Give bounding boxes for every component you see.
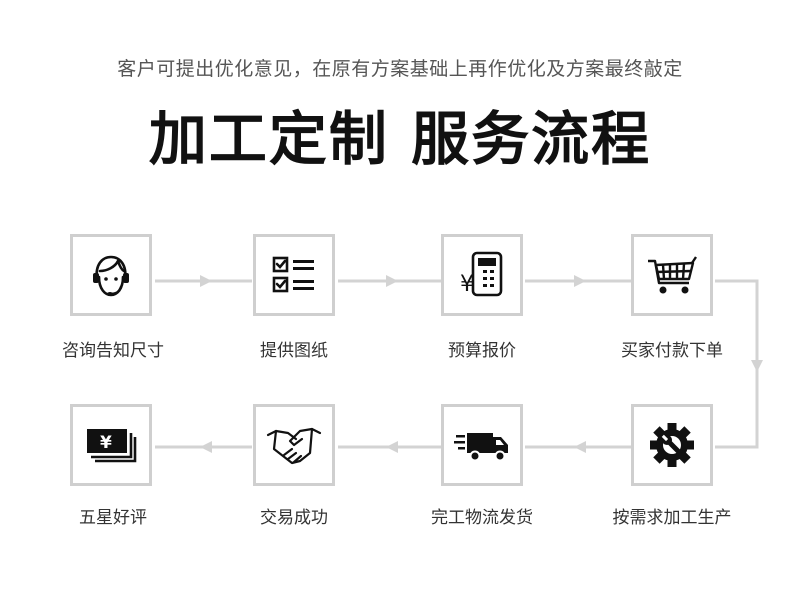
step-label-production: 按需求加工生产 xyxy=(612,508,732,528)
step-box-quote: ¥ xyxy=(441,234,523,316)
flow-arrow xyxy=(574,275,586,287)
step-box-drawings xyxy=(253,234,335,316)
step-label-shipping: 完工物流发货 xyxy=(431,508,533,528)
flow-arrow xyxy=(751,360,763,372)
step-box-production xyxy=(631,404,713,486)
customer-service-icon xyxy=(93,255,129,297)
step-box-review: ¥ xyxy=(70,404,152,486)
flow-arrow xyxy=(386,275,398,287)
handshake-icon xyxy=(266,427,322,465)
step-box-shipping xyxy=(441,404,523,486)
flow-arrow xyxy=(574,441,586,453)
step-label-order: 买家付款下单 xyxy=(621,341,723,361)
delivery-truck-icon xyxy=(454,433,508,462)
step-box-order xyxy=(631,234,713,316)
flow-arrow xyxy=(200,441,212,453)
step-label-consult: 咨询告知尺寸 xyxy=(62,341,164,361)
svg-text:¥: ¥ xyxy=(460,272,474,297)
yen-banknotes-icon: ¥ xyxy=(87,429,137,463)
step-label-quote: 预算报价 xyxy=(448,341,516,361)
step-label-deal: 交易成功 xyxy=(260,508,328,528)
step-box-consult xyxy=(70,234,152,316)
price-calculator-icon: ¥ xyxy=(460,251,503,297)
gear-wrench-icon xyxy=(650,423,694,467)
step-box-deal xyxy=(253,404,335,486)
shopping-cart-icon xyxy=(648,256,697,294)
step-label-drawings: 提供图纸 xyxy=(260,341,328,361)
page-title: 加工定制 服务流程 xyxy=(148,105,652,173)
flow-arrow xyxy=(386,441,398,453)
flow-arrow xyxy=(200,275,212,287)
step-label-review: 五星好评 xyxy=(79,508,147,528)
checklist-icon xyxy=(272,256,314,293)
subtitle: 客户可提出优化意见，在原有方案基础上再作优化及方案最终敲定 xyxy=(117,58,683,80)
svg-text:¥: ¥ xyxy=(100,433,112,453)
